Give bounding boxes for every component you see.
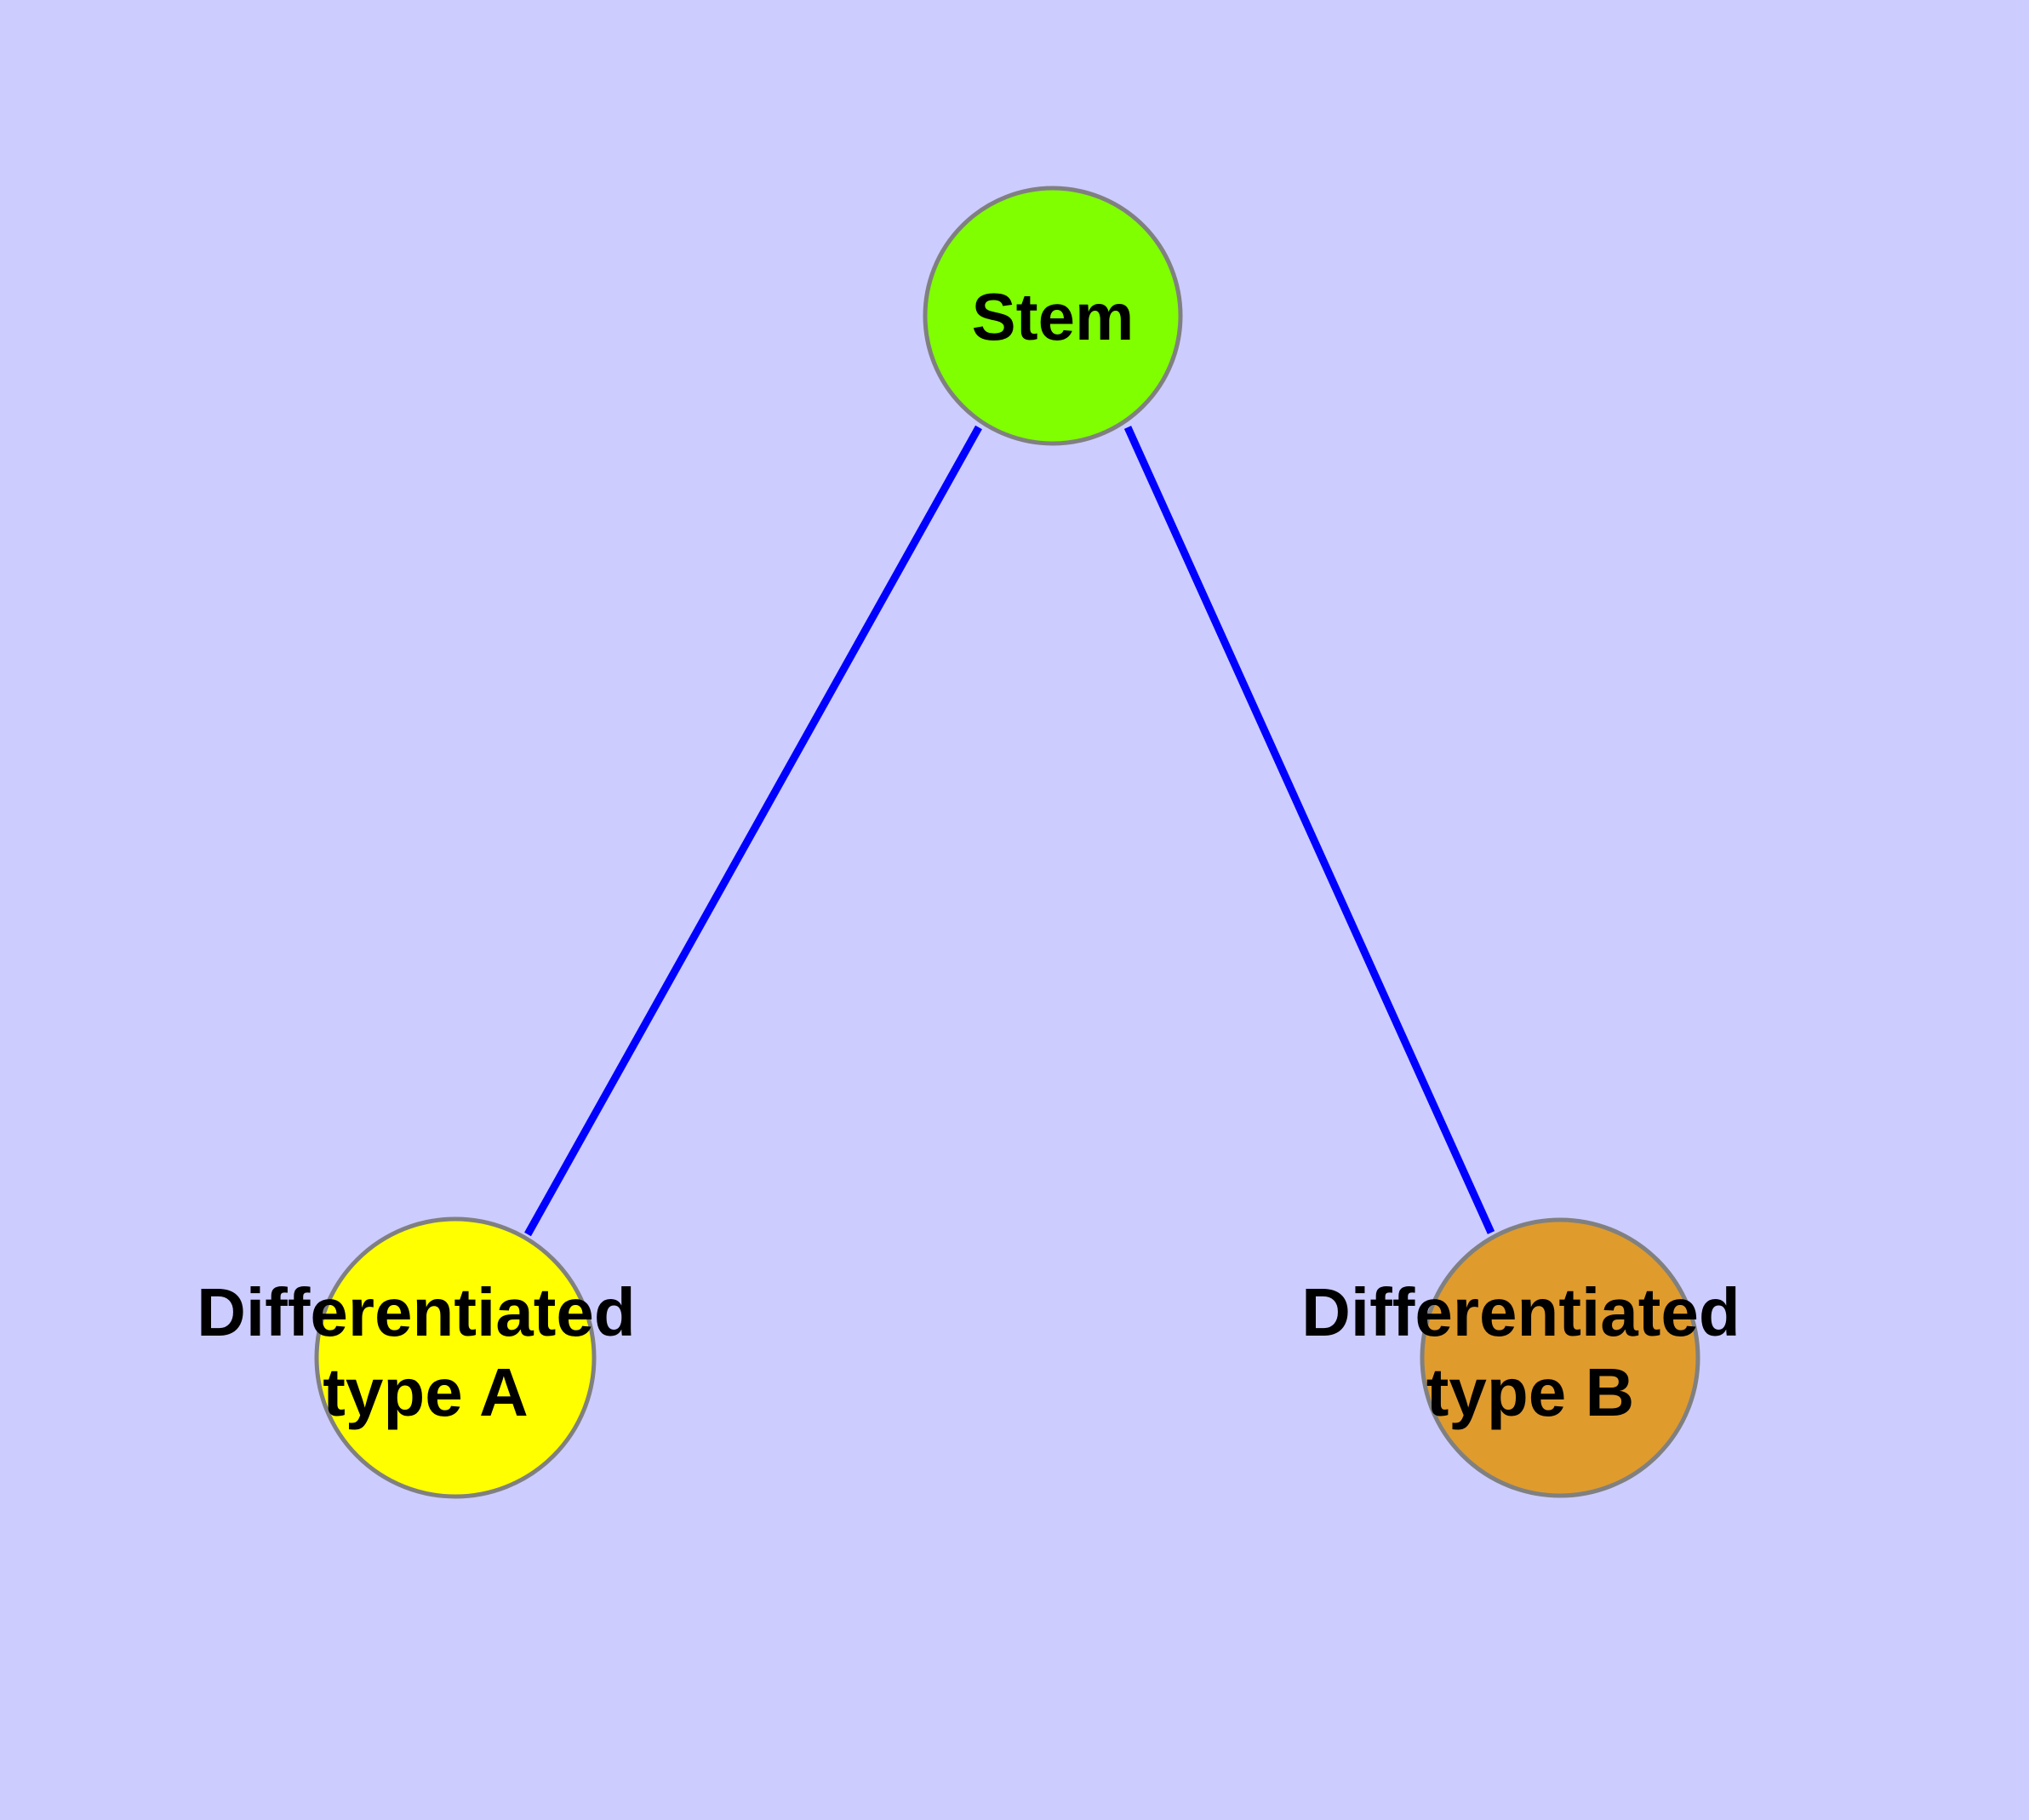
edge-stem-to-diff-b[interactable] [1123,426,1495,1234]
node-label-stem-line-1: Stem [972,279,1135,354]
node-stem[interactable]: Stem [923,186,1183,446]
node-diff-a[interactable]: Differentiated type A [197,1216,654,1499]
node-label-stem: Stem [972,279,1135,354]
node-label-diff-b-line-2: type B [1426,1354,1635,1430]
node-layer: Stem Differentiated type A Differentiate… [197,186,1759,1499]
node-label-diff-a-line-2: type A [323,1354,529,1430]
node-circle-stem[interactable] [923,186,1183,446]
edge-stem-to-diff-a[interactable] [524,425,982,1237]
edge-layer [524,425,1495,1237]
node-label-diff-a: Differentiated type A [197,1274,654,1430]
node-label-diff-b-line-1: Differentiated [1301,1274,1740,1350]
node-circle-diff-a[interactable] [314,1216,597,1499]
node-label-diff-a-line-1: Differentiated [197,1274,636,1350]
node-circle-diff-b[interactable] [1420,1217,1700,1498]
node-label-diff-b: Differentiated type B [1301,1274,1759,1430]
node-diff-b[interactable]: Differentiated type B [1301,1217,1759,1498]
